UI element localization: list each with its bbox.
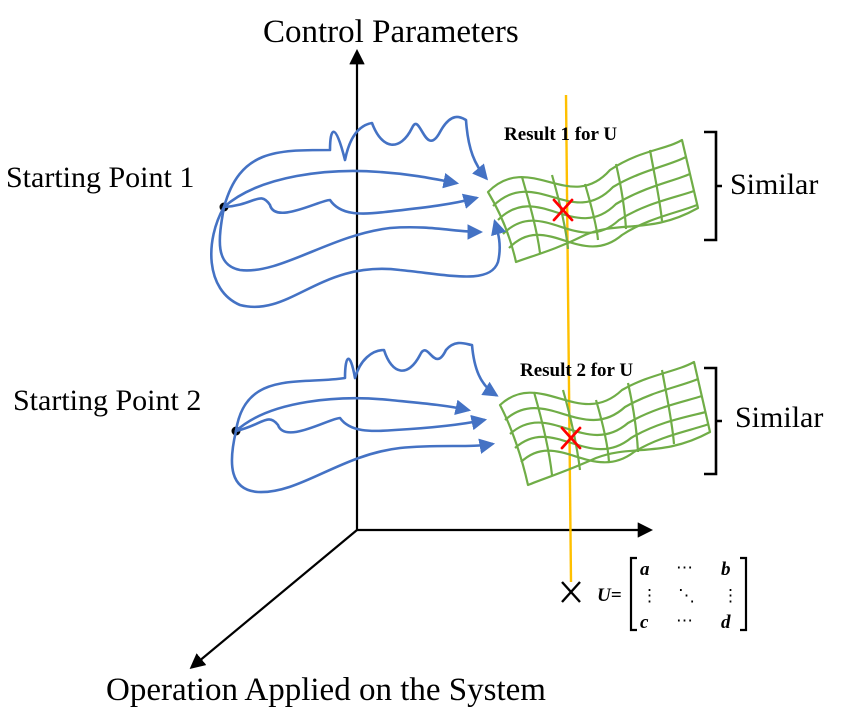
trajectories-1 [210,115,507,309]
similar-label-2: Similar [735,401,823,434]
matrix-cell-top-mid: ⋯ [676,558,693,577]
start-point-1-label: Starting Point 1 [6,161,194,194]
similar-bracket-1 [704,130,722,242]
matrix-right-bracket [740,556,748,632]
intersect-line [564,94,573,583]
red-x-marker-1-icon [552,198,574,222]
matrix-u: U= a ⋯ b ⋮ ⋱ ⋮ c ⋯ d [597,556,748,633]
matrix-cell-mid-right: ⋮ [722,586,739,605]
red-x-marker-2-icon [560,426,582,450]
result-surface-1 [486,138,700,264]
result-1-label: Result 1 for U [504,124,617,145]
trajectories-2 [230,341,499,494]
group-1: Result 1 for U Similar Starting Point 1 [6,115,818,309]
diagonal-axis-label: Operation Applied on the System [106,672,546,708]
matrix-cell-bot-right: d [721,612,731,633]
similar-label-1: Similar [730,168,818,201]
vertical-axis-label: Control Parameters [263,14,519,50]
result-2-label: Result 2 for U [520,360,633,381]
group-2: Result 2 for U Similar Starting Point 2 [13,341,823,494]
matrix-cell-mid-mid: ⋱ [678,586,695,605]
matrix-cell-bot-left: c [640,612,649,633]
matrix-cell-top-right: b [721,559,731,580]
matrix-cell-mid-left: ⋮ [641,586,658,605]
black-x-mark-icon [561,581,581,603]
matrix-cell-top-left: a [640,559,650,580]
matrix-lhs: U= [597,585,622,606]
start-point-2-label: Starting Point 2 [13,384,201,417]
matrix-left-bracket [629,556,637,632]
similar-bracket-2 [704,366,722,476]
result-surface-2 [498,360,712,487]
matrix-cell-bot-mid: ⋯ [676,611,693,630]
diagonal-axis [189,529,358,669]
